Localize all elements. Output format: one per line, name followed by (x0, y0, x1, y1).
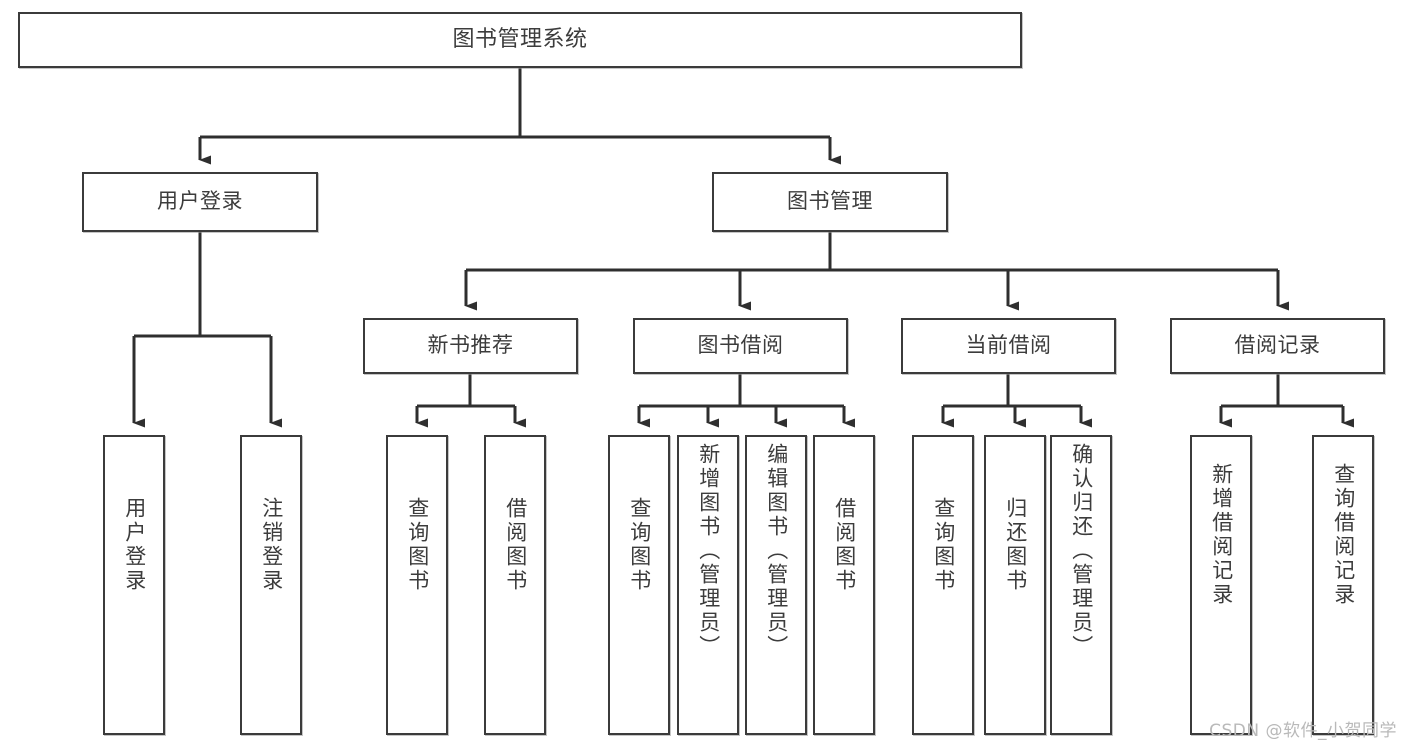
node-leaf-logout[interactable]: 注销登录 (240, 435, 302, 735)
node-leaf-add-book[interactable]: 新增图书（管理员） (677, 435, 739, 735)
node-leaf-borrow-book-1[interactable]: 借阅图书 (484, 435, 546, 735)
node-leaf-query-book-3[interactable]: 查询图书 (912, 435, 974, 735)
node-book-borrow-label: 图书借阅 (697, 333, 784, 358)
node-borrow-record-label: 借阅记录 (1234, 333, 1321, 358)
node-leaf-query-book-2[interactable]: 查询图书 (608, 435, 670, 735)
node-leaf-query-book-2-label: 查询图书 (627, 497, 652, 593)
node-root-label: 图书管理系统 (452, 26, 588, 52)
node-current-borrow-label: 当前借阅 (965, 333, 1052, 358)
node-leaf-query-book-1-label: 查询图书 (405, 497, 430, 593)
node-leaf-add-book-label: 新增图书（管理员） (696, 443, 721, 659)
node-leaf-borrow-book-1-label: 借阅图书 (503, 497, 528, 593)
node-leaf-return-book-label: 归还图书 (1003, 497, 1028, 593)
node-leaf-user-login[interactable]: 用户登录 (103, 435, 165, 735)
node-leaf-borrow-book-2-label: 借阅图书 (832, 497, 857, 593)
node-leaf-query-record-label: 查询借阅记录 (1331, 463, 1356, 607)
node-new-book-rec[interactable]: 新书推荐 (363, 318, 578, 374)
node-leaf-borrow-book-2[interactable]: 借阅图书 (813, 435, 875, 735)
node-leaf-add-record-label: 新增借阅记录 (1209, 463, 1234, 607)
node-leaf-query-record[interactable]: 查询借阅记录 (1312, 435, 1374, 735)
node-leaf-confirm-return[interactable]: 确认归还（管理员） (1050, 435, 1112, 735)
node-current-borrow[interactable]: 当前借阅 (901, 318, 1116, 374)
node-leaf-user-login-label: 用户登录 (122, 497, 147, 593)
node-leaf-confirm-return-label: 确认归还（管理员） (1069, 443, 1094, 659)
watermark: CSDN @软件_小贺同学 (1209, 721, 1397, 741)
node-leaf-edit-book-label: 编辑图书（管理员） (764, 443, 789, 659)
node-new-book-rec-label: 新书推荐 (427, 333, 514, 358)
node-user-login-label: 用户登录 (157, 189, 243, 214)
node-book-manage-label: 图书管理 (787, 189, 873, 214)
node-leaf-add-record[interactable]: 新增借阅记录 (1190, 435, 1252, 735)
node-user-login[interactable]: 用户登录 (82, 172, 318, 232)
node-root[interactable]: 图书管理系统 (18, 12, 1022, 68)
node-leaf-query-book-3-label: 查询图书 (931, 497, 956, 593)
node-leaf-return-book[interactable]: 归还图书 (984, 435, 1046, 735)
node-book-manage[interactable]: 图书管理 (712, 172, 948, 232)
node-book-borrow[interactable]: 图书借阅 (633, 318, 848, 374)
node-leaf-logout-label: 注销登录 (259, 497, 284, 593)
node-borrow-record[interactable]: 借阅记录 (1170, 318, 1385, 374)
node-leaf-edit-book[interactable]: 编辑图书（管理员） (745, 435, 807, 735)
node-leaf-query-book-1[interactable]: 查询图书 (386, 435, 448, 735)
